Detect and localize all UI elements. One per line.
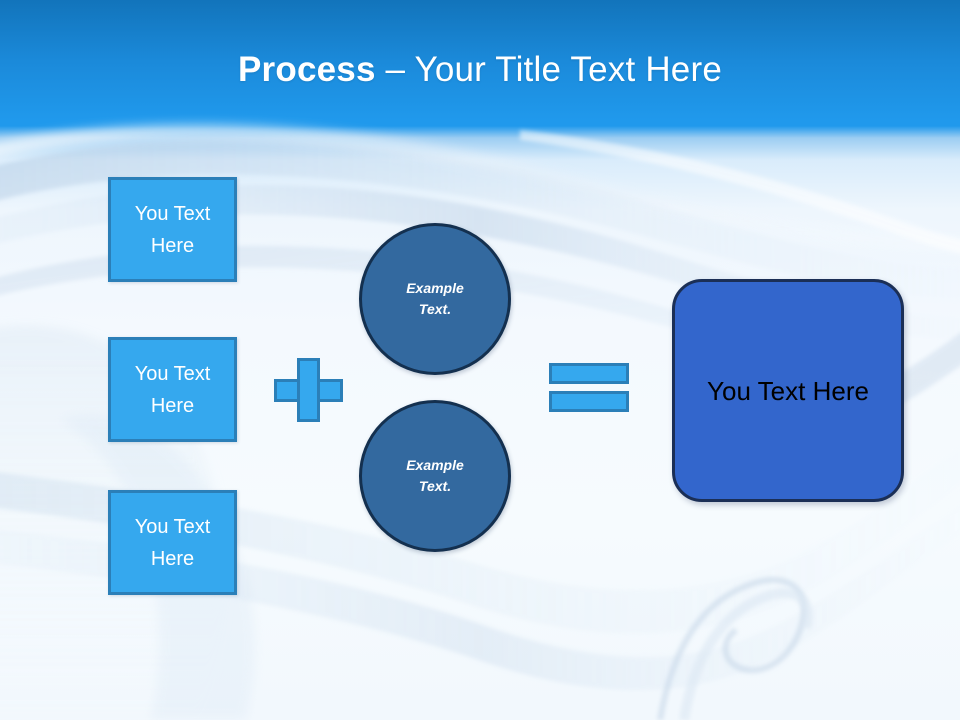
example-circle-2-line1: Example: [406, 457, 464, 473]
equals-top-bar: [549, 363, 629, 384]
input-box-2-label: You Text Here: [134, 362, 211, 417]
title-rest-part: – Your Title Text Here: [375, 50, 722, 89]
example-circle-2[interactable]: Example Text.: [359, 400, 511, 552]
slide-title: Process – Your Title Text Here: [0, 48, 960, 92]
plus-center-fill: [300, 382, 317, 399]
input-box-1-label: You Text Here: [134, 202, 211, 257]
equals-bottom-bar: [549, 391, 629, 412]
input-box-1[interactable]: You Text Here: [108, 177, 237, 282]
result-box-label: You Text Here: [707, 375, 869, 406]
result-box[interactable]: You Text Here: [672, 279, 904, 502]
plus-icon: [274, 358, 343, 422]
example-circle-1-line1: Example: [406, 280, 464, 296]
title-strong-part: Process: [238, 50, 376, 89]
example-circle-2-line2: Text.: [418, 478, 452, 494]
input-box-3-label: You Text Here: [134, 515, 211, 570]
example-circle-1-line2: Text.: [418, 301, 452, 317]
input-box-2[interactable]: You Text Here: [108, 337, 237, 442]
equals-icon: [549, 363, 629, 412]
input-box-3[interactable]: You Text Here: [108, 490, 237, 595]
example-circle-1[interactable]: Example Text.: [359, 223, 511, 375]
